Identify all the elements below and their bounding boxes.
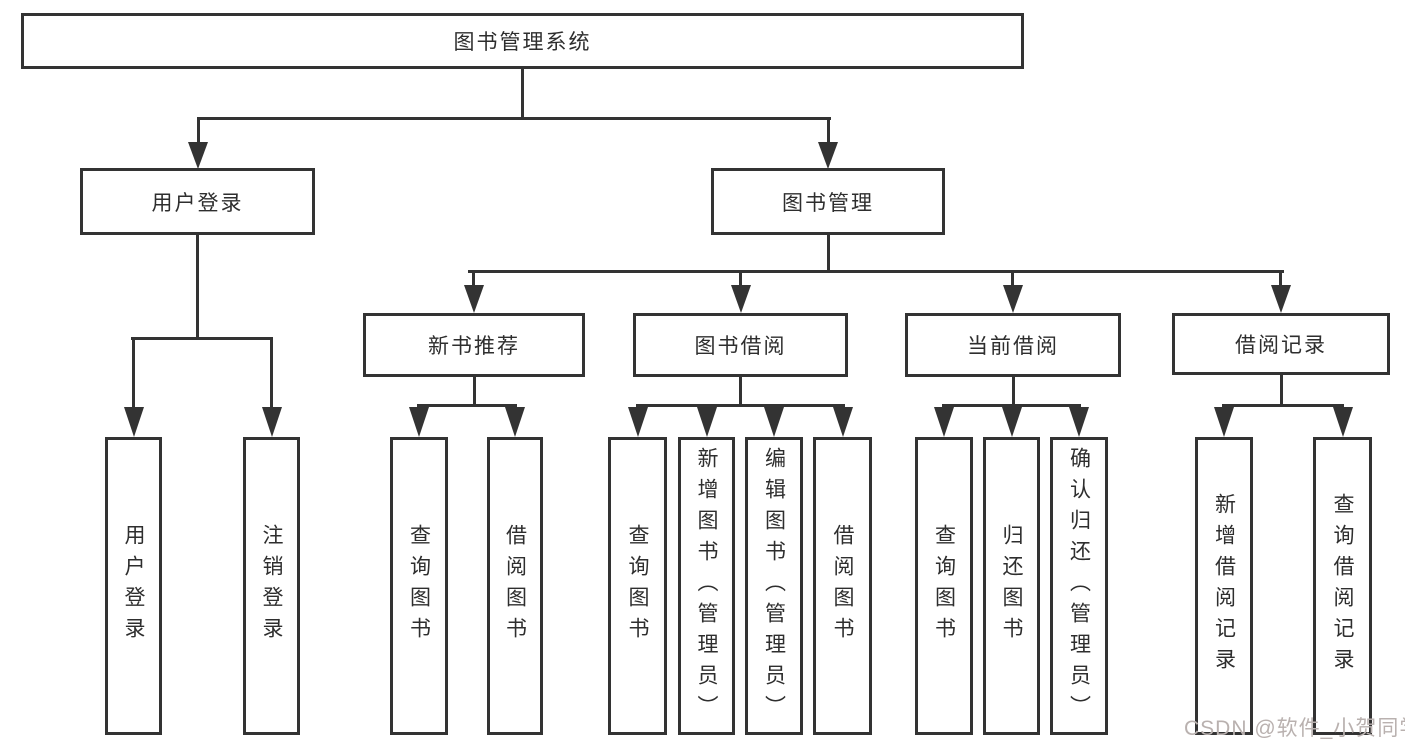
leaf-return-book: 归还图书: [983, 437, 1040, 735]
arrow-down-icon: [1002, 407, 1022, 437]
node-borrow-records: 借阅记录: [1172, 313, 1390, 375]
leaf-label: 确认归还（管理员）: [1067, 446, 1091, 726]
arrow-down-icon: [1214, 407, 1234, 437]
node-label: 新书推荐: [428, 335, 520, 358]
connector-line: [827, 117, 830, 143]
arrow-down-icon: [409, 407, 429, 437]
connector-line: [131, 337, 273, 340]
arrow-down-icon: [1003, 285, 1023, 313]
node-book-borrow: 图书借阅: [633, 313, 848, 377]
leaf-edit-book-admin: 编辑图书（管理员）: [745, 437, 803, 735]
leaf-label: 借阅图书: [503, 524, 527, 648]
leaf-add-borrow-record: 新增借阅记录: [1195, 437, 1253, 735]
leaf-label: 归还图书: [1000, 524, 1023, 648]
arrow-down-icon: [731, 285, 751, 313]
leaf-label: 编辑图书（管理员）: [762, 446, 786, 726]
node-label: 图书借阅: [694, 335, 787, 358]
leaf-label: 查询图书: [626, 524, 649, 648]
arrow-down-icon: [1271, 285, 1291, 313]
connector-line: [1222, 404, 1344, 407]
arrow-down-icon: [628, 407, 648, 437]
leaf-label: 用户登录: [122, 524, 145, 648]
arrow-down-icon: [262, 407, 282, 437]
arrow-down-icon: [188, 142, 208, 169]
leaf-label: 注销登录: [260, 524, 283, 648]
connector-line: [270, 337, 273, 409]
connector-line: [1012, 377, 1015, 405]
leaf-label: 新增借阅记录: [1212, 493, 1236, 679]
leaf-label: 新增图书（管理员）: [695, 446, 718, 726]
arrow-down-icon: [464, 285, 484, 313]
connector-line: [636, 404, 845, 407]
arrow-down-icon: [124, 407, 144, 437]
connector-line: [472, 270, 475, 286]
connector-line: [132, 337, 135, 409]
leaf-label: 借阅图书: [831, 524, 854, 648]
connector-line: [1011, 270, 1014, 286]
leaf-query-books-2: 查询图书: [608, 437, 667, 735]
arrow-down-icon: [764, 407, 784, 437]
leaf-borrow-books-2: 借阅图书: [813, 437, 872, 735]
node-label: 图书管理: [782, 191, 874, 215]
connector-line: [197, 117, 200, 143]
leaf-borrow-books-1: 借阅图书: [487, 437, 543, 735]
leaf-confirm-return-admin: 确认归还（管理员）: [1050, 437, 1108, 735]
connector-line: [197, 117, 831, 120]
arrow-down-icon: [505, 407, 525, 437]
connector-line: [739, 270, 742, 286]
leaf-label: 查询图书: [932, 524, 956, 648]
connector-line: [1279, 270, 1282, 286]
arrow-down-icon: [818, 142, 838, 169]
leaf-user-login: 用户登录: [105, 437, 162, 735]
arrow-down-icon: [833, 407, 853, 437]
connector-line: [827, 235, 830, 272]
node-root: 图书管理系统: [21, 13, 1024, 69]
leaf-label: 查询借阅记录: [1331, 493, 1354, 679]
leaf-label: 查询图书: [407, 524, 431, 648]
connector-line: [417, 404, 517, 407]
connector-line: [196, 235, 199, 339]
leaf-add-book-admin: 新增图书（管理员）: [678, 437, 735, 735]
node-book-management: 图书管理: [711, 168, 945, 235]
arrow-down-icon: [1069, 407, 1089, 437]
connector-line: [473, 377, 476, 405]
leaf-query-borrow-record: 查询借阅记录: [1313, 437, 1372, 735]
node-user-login: 用户登录: [80, 168, 315, 235]
node-label: 借阅记录: [1235, 334, 1327, 357]
leaf-logout: 注销登录: [243, 437, 300, 735]
node-root-label: 图书管理系统: [453, 31, 592, 54]
connector-line: [739, 377, 742, 405]
leaf-query-books-1: 查询图书: [390, 437, 448, 735]
watermark: CSDN @软件_小贺同学: [1184, 717, 1405, 740]
connector-line: [942, 404, 1081, 407]
arrow-down-icon: [934, 407, 954, 437]
arrow-down-icon: [1333, 407, 1353, 437]
arrow-down-icon: [697, 407, 717, 437]
node-label: 用户登录: [151, 191, 244, 215]
node-current-borrow: 当前借阅: [905, 313, 1121, 377]
connector-line: [468, 270, 1284, 273]
connector-line: [521, 69, 524, 117]
connector-line: [1280, 375, 1283, 405]
node-new-book-recommend: 新书推荐: [363, 313, 585, 377]
node-label: 当前借阅: [967, 335, 1059, 358]
leaf-query-books-3: 查询图书: [915, 437, 973, 735]
